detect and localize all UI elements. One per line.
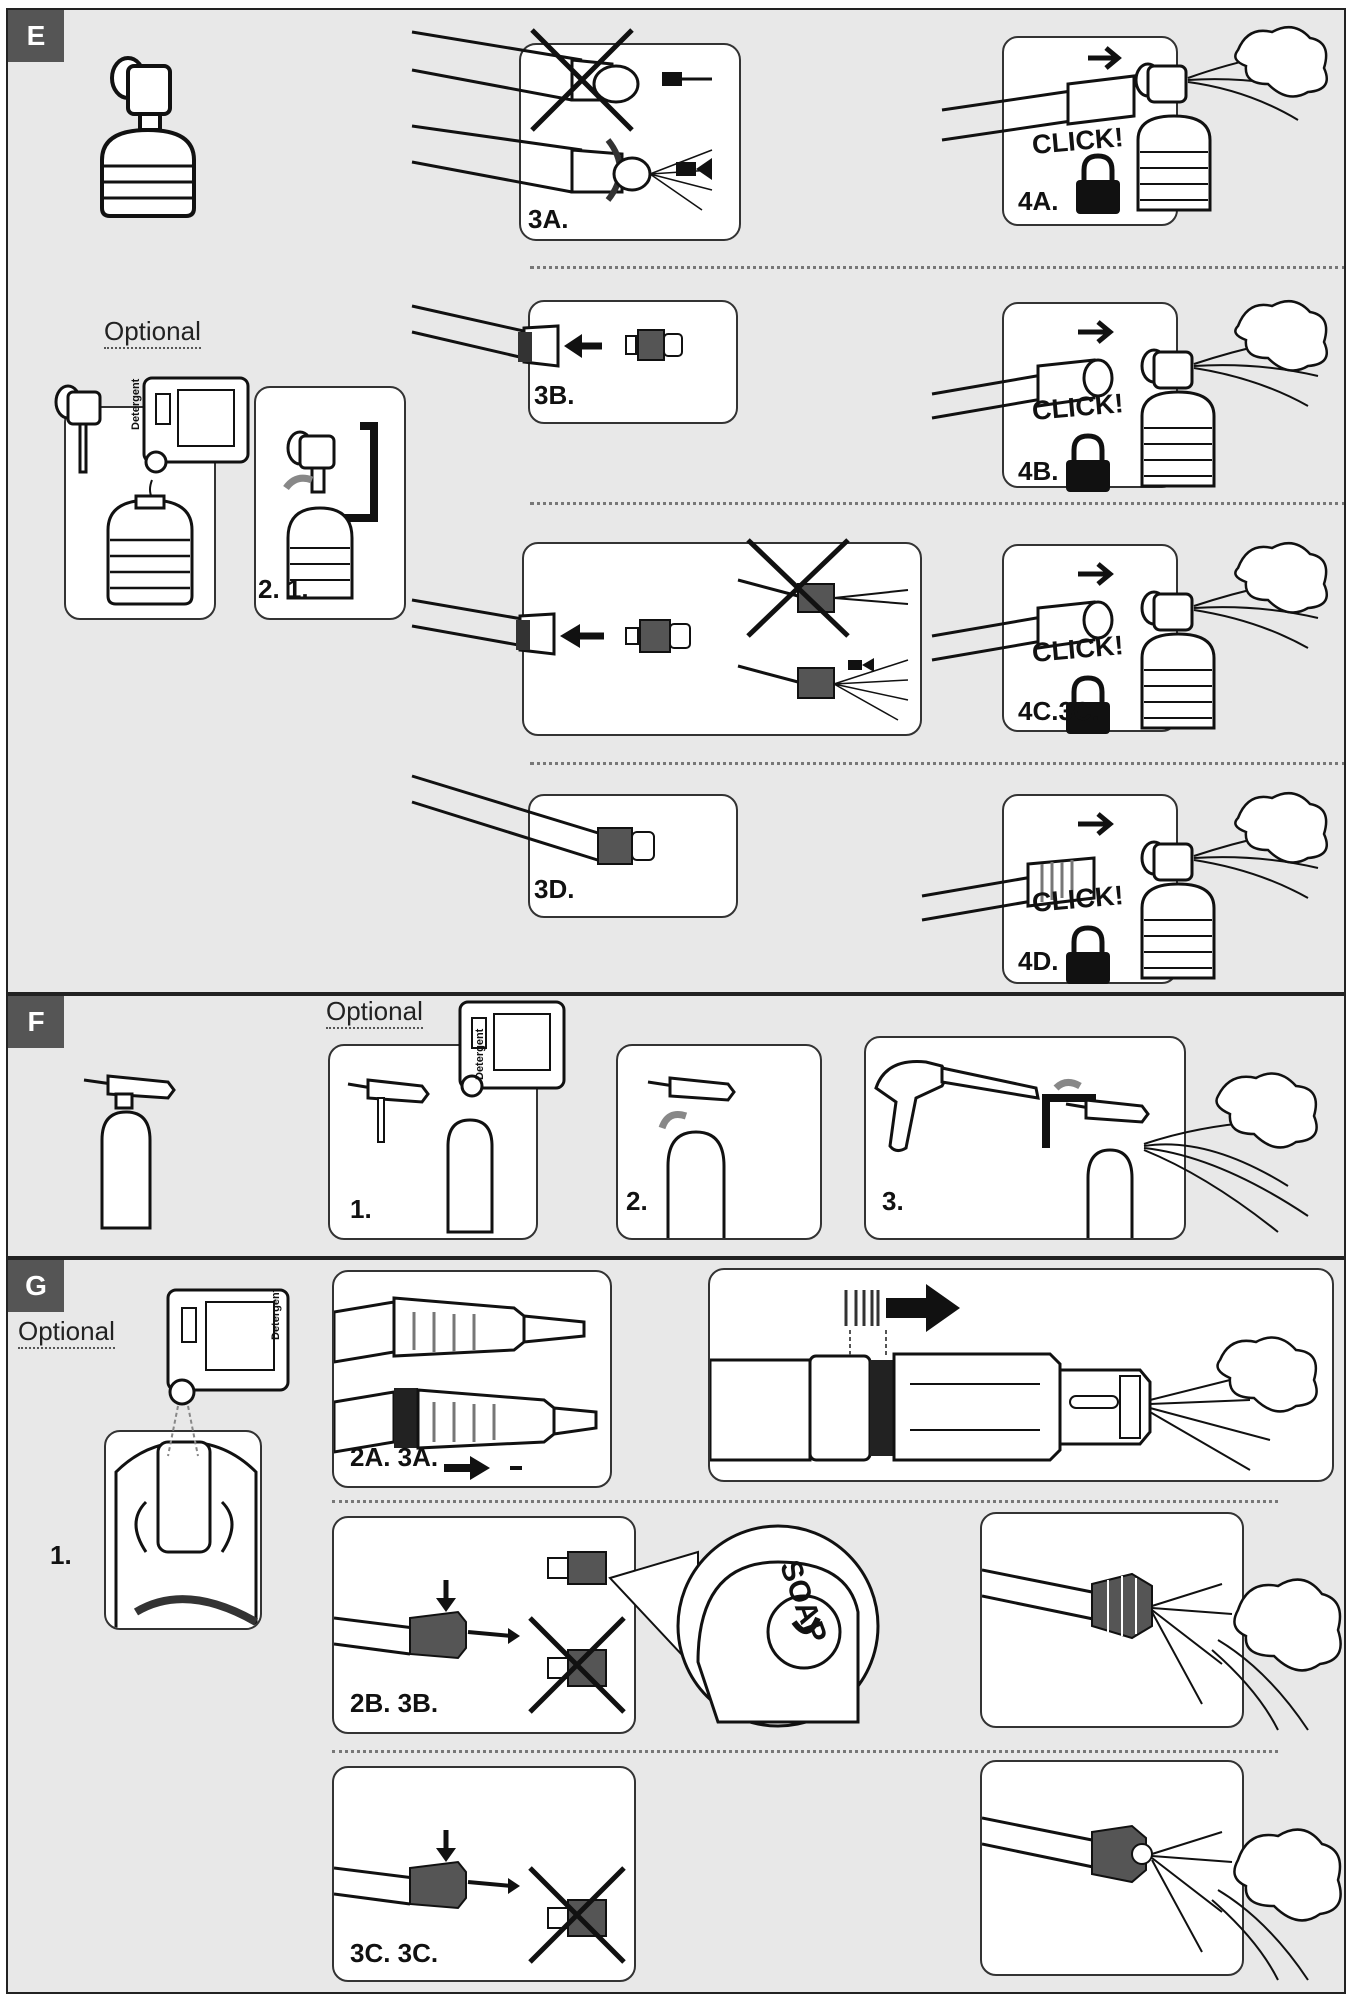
detergent-pouring-illustration <box>54 376 250 606</box>
connect-4d-illustration <box>921 791 1328 984</box>
connect-4b-illustration <box>931 299 1328 492</box>
divider-g1 <box>332 1500 1278 1503</box>
foam-cloud-g2-illustration <box>1211 1828 1342 1981</box>
foam-lance-bottle-icon <box>83 1074 176 1230</box>
step-g3c-label: 3C. 3C. <box>350 1938 439 1968</box>
detergent-box-text: Detergent <box>130 378 142 430</box>
step-g2b-label: 2B. 3B. <box>350 1688 439 1718</box>
foam-bottle-icon <box>100 56 196 218</box>
hose-3d-illustration <box>411 774 655 865</box>
divider-e1 <box>530 266 1344 269</box>
section-e-badge: E <box>8 10 64 62</box>
step-3d-label: 3D. <box>534 874 575 904</box>
section-g: G Optional 1. Detergent <box>6 1258 1346 1994</box>
panel-g1 <box>104 1430 262 1630</box>
hose-3a-illustration <box>411 28 741 241</box>
panel-g-main <box>708 1268 1334 1482</box>
step-4b-label: 4B. <box>1018 456 1059 486</box>
step-g2a-label: 2A. 3A. <box>350 1442 439 1472</box>
attach-lance-illustration <box>647 1076 736 1238</box>
optional-label-g: Optional <box>18 1316 115 1349</box>
divider-e2 <box>530 502 1344 505</box>
fill-detergent-tank-illustration <box>114 1440 258 1628</box>
soap-magnifier-illustration <box>608 1524 880 1728</box>
section-f: F Optional 1. 2. <box>6 994 1346 1258</box>
section-e: E Optional Detergent <box>6 8 1346 994</box>
detergent-pouring-f-illustration <box>347 1000 566 1234</box>
panel-g2b: 2B. 3B. <box>332 1516 636 1734</box>
panel-g-water-spray <box>980 1760 1244 1976</box>
connect-4c-illustration <box>931 541 1328 734</box>
section-f-badge: F <box>8 996 64 1048</box>
optional-label-f: Optional <box>326 996 423 1029</box>
step-4a-label: 4A. <box>1018 186 1059 216</box>
step-f3-label: 3. <box>882 1186 904 1216</box>
panel-g2a: 2A. 3A. <box>332 1270 612 1488</box>
attach-nozzle-panel: 2. 1. <box>254 386 406 620</box>
nozzle-adjust-2a-illustration <box>334 1296 598 1480</box>
optional-label: Optional <box>104 316 201 349</box>
foam-spray-f-illustration <box>1143 1072 1318 1233</box>
soap-spray-illustration <box>982 1568 1233 1705</box>
gun-lance-illustration <box>874 1060 1150 1238</box>
attach-nozzle-illustration <box>283 422 378 600</box>
detergent-box-text-f: Detergent <box>474 1028 486 1080</box>
panel-f3: 3. <box>864 1036 1186 1240</box>
step-2-1-label: 2. 1. <box>258 574 309 604</box>
hose-3c-illustration <box>411 538 909 721</box>
step-3b-label: 3B. <box>534 380 575 410</box>
step-f2-label: 2. <box>626 1186 648 1216</box>
divider-g2 <box>332 1750 1278 1753</box>
panel-f2: 2. <box>616 1044 822 1240</box>
section-g-badge: G <box>8 1260 64 1312</box>
foam-cloud-g1-illustration <box>1211 1578 1342 1731</box>
panel-3b <box>528 300 738 424</box>
panel-g-soap-spray <box>980 1512 1244 1728</box>
step-f1-label: 1. <box>350 1194 372 1224</box>
detergent-box-g-illustration <box>166 1288 290 1457</box>
water-spray-illustration <box>982 1816 1233 1953</box>
detergent-box-text-g: Detergent <box>270 1288 282 1340</box>
panel-g3c: 3C. 3C. <box>332 1766 636 1982</box>
nozzle-slide-illustration <box>710 1284 1318 1471</box>
nozzle-3c-illustration <box>334 1830 626 1964</box>
divider-e3 <box>530 762 1344 765</box>
step-4c-label: 4C.3C. <box>1018 696 1099 726</box>
step-g1-label: 1. <box>50 1540 72 1570</box>
soap-nozzle-2b-illustration <box>334 1551 626 1714</box>
step-4d-label: 4D. <box>1018 946 1059 976</box>
hose-3b-illustration <box>411 304 683 368</box>
step-3a-label: 3A. <box>528 204 569 234</box>
connect-4a-illustration <box>941 25 1328 214</box>
